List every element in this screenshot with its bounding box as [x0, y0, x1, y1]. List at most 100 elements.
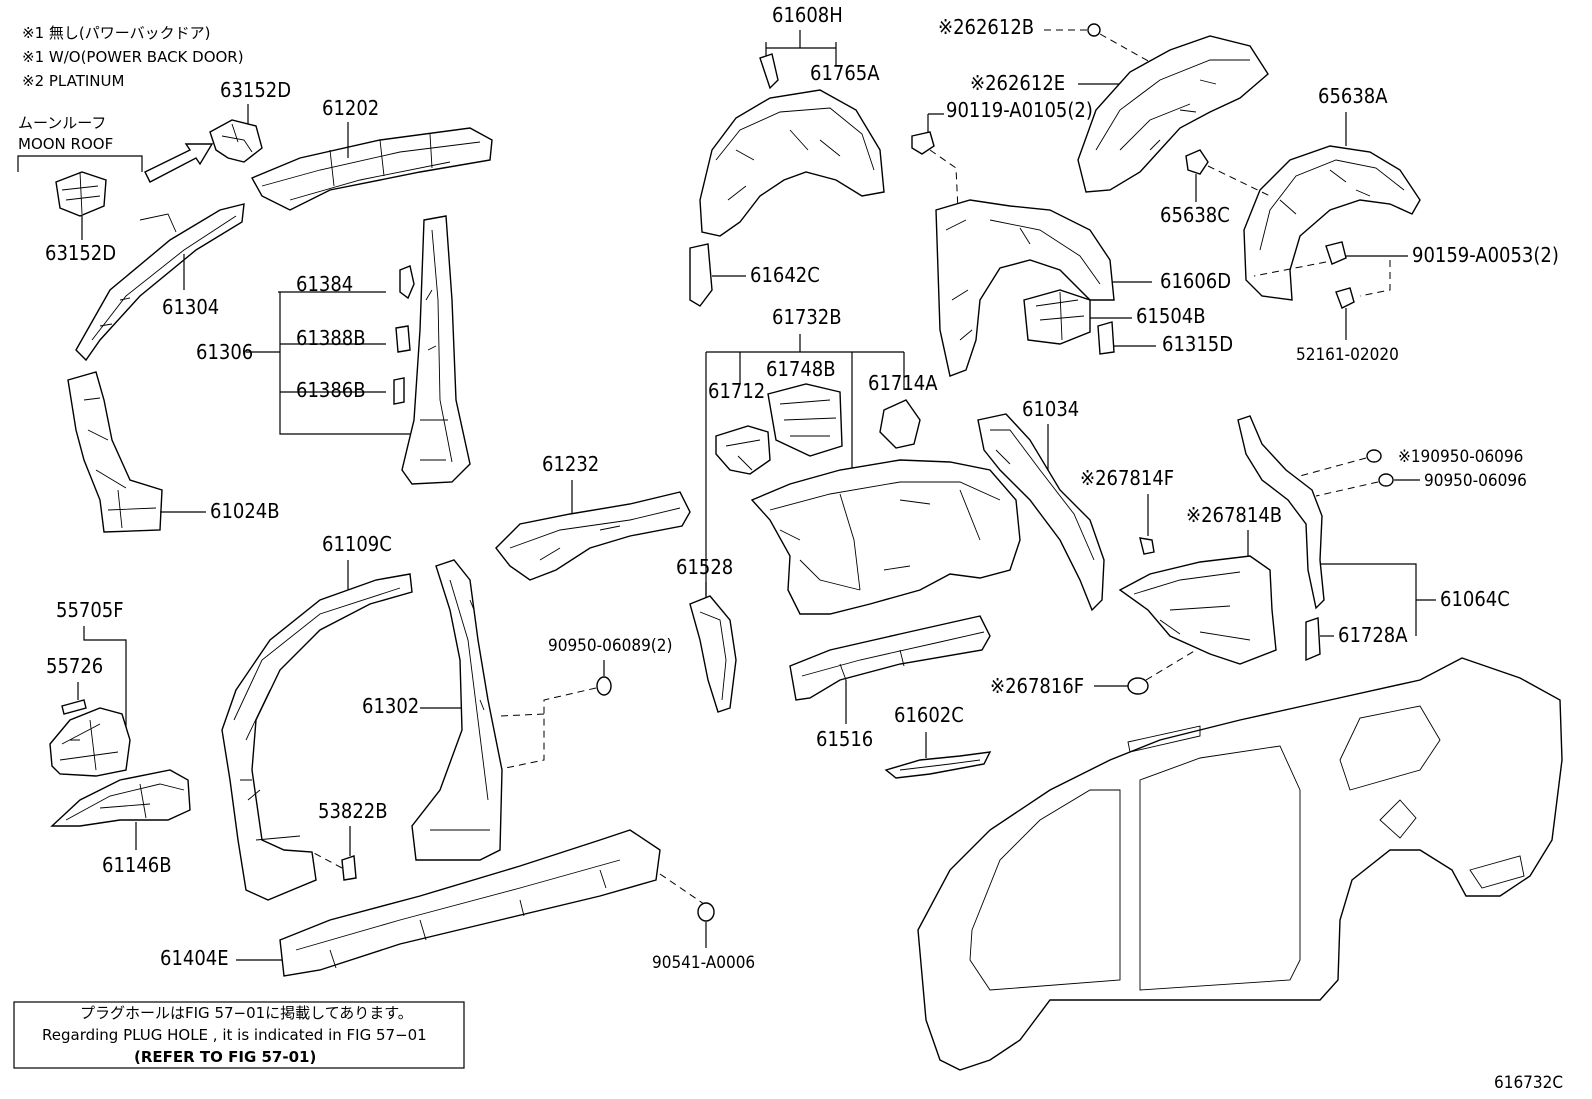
figure-id: 616732C [1494, 1073, 1563, 1093]
part-65638C [1185, 149, 1209, 175]
part-90950-06096-b [1378, 473, 1394, 487]
part-61302 [411, 559, 503, 861]
note-1-en: ※1 W/O(POWER BACK DOOR) [22, 48, 244, 66]
part-90950-06096-a [1366, 449, 1382, 463]
label-61606D: 61606D [1160, 269, 1231, 293]
label-61404E: 61404E [160, 946, 229, 970]
part-67816F [1127, 677, 1149, 695]
label-61202: 61202 [322, 96, 379, 120]
label-61064C: 61064C [1440, 587, 1510, 611]
label-67814B: ※267814B [1186, 503, 1282, 527]
marker-m2-67814B: ※2 [1186, 503, 1213, 527]
label-65638C: 65638C [1160, 203, 1230, 227]
part-61109C [221, 573, 413, 901]
label-61748B: 61748B [766, 357, 836, 381]
part-61384 [399, 265, 415, 300]
moonroof-arrow-icon [144, 143, 214, 183]
bracket-61732B [705, 334, 905, 600]
part-63152D-top [209, 119, 263, 163]
label-90950-b: 90950-06096 [1424, 471, 1527, 491]
part-52161 [1335, 287, 1355, 309]
part-61202 [251, 127, 493, 211]
part-61024B [67, 371, 163, 533]
part-61765A [699, 89, 885, 237]
part-61608H [759, 53, 779, 90]
part-61516 [789, 615, 991, 701]
label-61386B: 61386B [296, 378, 366, 402]
label-67814B-num: 67814B [1213, 503, 1283, 527]
label-61109C: 61109C [322, 532, 392, 556]
label-90541: 90541-A0006 [652, 953, 755, 973]
label-90950-a: ※190950-06096 [1398, 447, 1523, 467]
label-67816F: ※267816F [990, 674, 1084, 698]
label-63152D-top: 63152D [220, 78, 291, 102]
label-62612B: ※262612B [938, 15, 1034, 39]
label-61728A: 61728A [1338, 623, 1408, 647]
part-53822B [341, 855, 357, 881]
label-61232: 61232 [542, 452, 599, 476]
part-61732B [750, 459, 1021, 615]
part-90119 [911, 131, 935, 155]
part-61315D [1097, 321, 1115, 355]
label-61608H: 61608H [772, 3, 843, 27]
label-55726: 55726 [46, 654, 103, 678]
note-2: ※2 PLATINUM [22, 72, 124, 90]
moonroof-jp: ムーンルーフ [18, 114, 106, 132]
part-61528 [689, 595, 737, 713]
marker-m2-67816F: ※2 [990, 674, 1017, 698]
part-61728A [1305, 617, 1321, 662]
part-67814F [1139, 537, 1155, 555]
footnote-jp: プラグホールはFIG 57−01に掲載してあります。 [80, 1004, 413, 1022]
label-61024B: 61024B [210, 499, 280, 523]
part-61712 [715, 425, 771, 475]
part-61146B [50, 769, 191, 827]
part-90950-06089 [596, 676, 612, 696]
label-53822B: 53822B [318, 799, 388, 823]
label-67816F-num: 67816F [1017, 674, 1085, 698]
part-55705F [49, 707, 131, 777]
part-61642C [689, 243, 713, 307]
part-90159 [1325, 241, 1347, 265]
label-90159: 90159-A0053(2) [1412, 243, 1559, 267]
marker-m2-67814F: ※2 [1080, 466, 1107, 490]
label-61384: 61384 [296, 272, 353, 296]
label-62612E: ※262612E [970, 71, 1065, 95]
part-61304 [75, 203, 245, 362]
label-61306: 61306 [196, 340, 253, 364]
label-67814F: ※267814F [1080, 466, 1174, 490]
label-61602C: 61602C [894, 703, 964, 727]
label-61504B: 61504B [1136, 304, 1206, 328]
marker-m2-62612E: ※2 [970, 71, 997, 95]
label-52161: 52161-02020 [1296, 345, 1399, 365]
part-61504B [1023, 289, 1091, 345]
moonroof-en: MOON ROOF [18, 135, 113, 153]
part-61714A [879, 399, 921, 449]
part-61064C [1237, 415, 1325, 610]
label-61388B: 61388B [296, 326, 366, 350]
part-61306 [401, 215, 471, 485]
label-61315D: 61315D [1162, 332, 1233, 356]
rear-door-opening [1139, 745, 1301, 991]
label-61528: 61528 [676, 555, 733, 579]
part-67814B [1118, 555, 1277, 665]
part-61232 [495, 491, 691, 581]
label-61765A: 61765A [810, 61, 880, 85]
front-door-opening [969, 789, 1121, 991]
label-61146B: 61146B [102, 853, 172, 877]
footnote-box [13, 1001, 465, 1069]
fuel-door [1379, 799, 1417, 839]
footnote-en: Regarding PLUG HOLE , it is indicated in… [42, 1026, 427, 1044]
marker-m1-90950: ※1 [1398, 447, 1421, 467]
part-61404E [279, 829, 661, 977]
label-61034: 61034 [1022, 397, 1079, 421]
label-62612E-num: 62612E [997, 71, 1066, 95]
label-63152D-bottom: 63152D [45, 241, 116, 265]
bracket-61306 [246, 291, 420, 435]
label-61304: 61304 [162, 295, 219, 319]
label-61302: 61302 [362, 694, 419, 718]
part-62612E [1077, 35, 1269, 193]
label-61712: 61712 [708, 379, 765, 403]
label-55705F: 55705F [56, 598, 124, 622]
quarter-window-opening [1339, 705, 1441, 791]
label-90119: 90119-A0105(2) [946, 98, 1093, 122]
